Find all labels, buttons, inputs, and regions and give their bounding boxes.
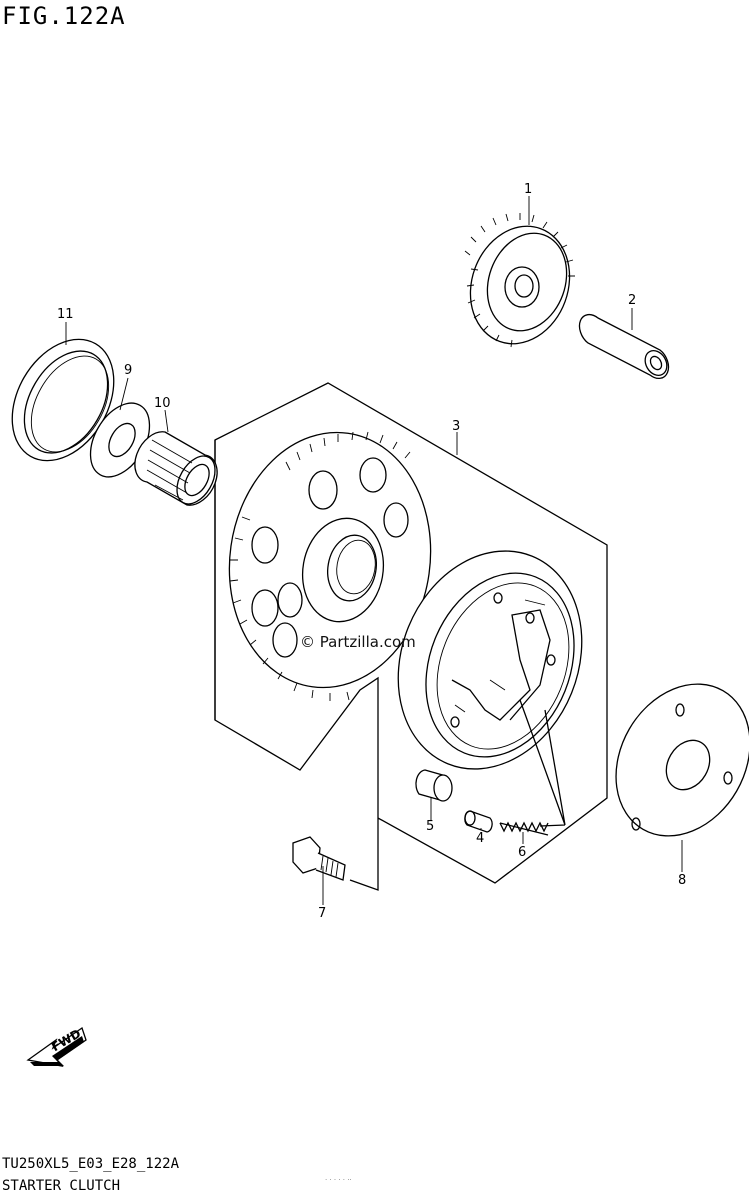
callout-10: 10 [154,396,171,411]
footer-code: TU250XL5_E03_E28_122A [2,1156,180,1172]
part-7-bolt[interactable] [292,836,346,881]
part-3-driven-gear[interactable] [213,419,447,701]
part-3-clutch-housing[interactable] [366,523,613,797]
part-6-spring[interactable] [499,821,549,836]
fwd-arrow-icon: FWD [26,1026,87,1067]
part-1-idle-gear[interactable] [454,212,585,358]
part-5-roller[interactable] [415,769,453,802]
callout-3: 3 [452,419,460,434]
footer-title: STARTER CLUTCH [2,1178,121,1194]
part-10-needle-bearing[interactable] [134,431,223,511]
callout-2: 2 [628,293,636,308]
watermark: © Partzilla.com [300,633,416,651]
callout-11: 11 [57,307,74,322]
part-4-plunger[interactable] [464,810,493,833]
callout-6: 6 [518,845,526,860]
callout-7: 7 [318,906,326,921]
callout-1: 1 [524,182,532,197]
part-2-shaft[interactable] [578,313,671,380]
footer-small-print: · · · · · ·· [325,1176,352,1184]
assembly-outline [214,382,608,891]
callout-5: 5 [426,819,434,834]
callout-8: 8 [678,873,686,888]
part-8-plate[interactable] [589,660,749,861]
callout-4: 4 [476,831,484,846]
callout-9: 9 [124,363,132,378]
figure-title: FIG.122A [2,2,126,30]
